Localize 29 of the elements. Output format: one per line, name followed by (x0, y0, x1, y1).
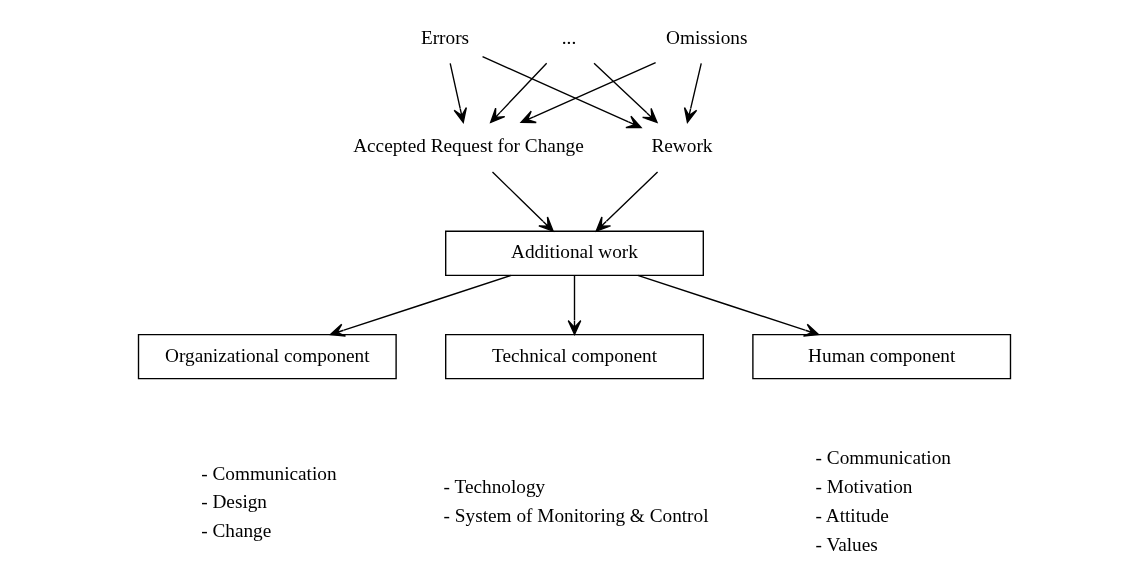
arrow (489, 62, 547, 124)
arrow (519, 61, 656, 124)
arrow (329, 274, 512, 337)
arrow (449, 62, 467, 124)
arrow (491, 171, 554, 232)
arrow (683, 62, 702, 124)
node-box: Organizational component (137, 333, 397, 380)
node-label: - Values (815, 534, 878, 556)
node-label: - System of Monitoring & Control (443, 505, 709, 527)
node-label: - Motivation (815, 476, 912, 498)
node-box: Additional work (444, 230, 704, 277)
node-text: Accepted Request for Change (352, 135, 584, 157)
arrow (592, 62, 658, 124)
node-text: Rework (650, 135, 712, 157)
node-box: Technical component (444, 333, 704, 380)
arrow (595, 171, 658, 232)
node-label: - Communication (815, 447, 951, 469)
node-text: ... (561, 26, 576, 48)
node-label: - Design (200, 491, 267, 513)
arrow (567, 274, 581, 336)
arrow (481, 55, 642, 129)
node-label: - Communication (200, 462, 337, 484)
node-label: - Change (200, 520, 271, 542)
node-label: - Attitude (815, 505, 889, 527)
node-box: Human component (751, 333, 1011, 380)
node-text: Omissions (665, 26, 747, 48)
arrow (636, 274, 819, 337)
node-label: - Technology (443, 476, 545, 498)
node-text: Errors (420, 26, 469, 48)
